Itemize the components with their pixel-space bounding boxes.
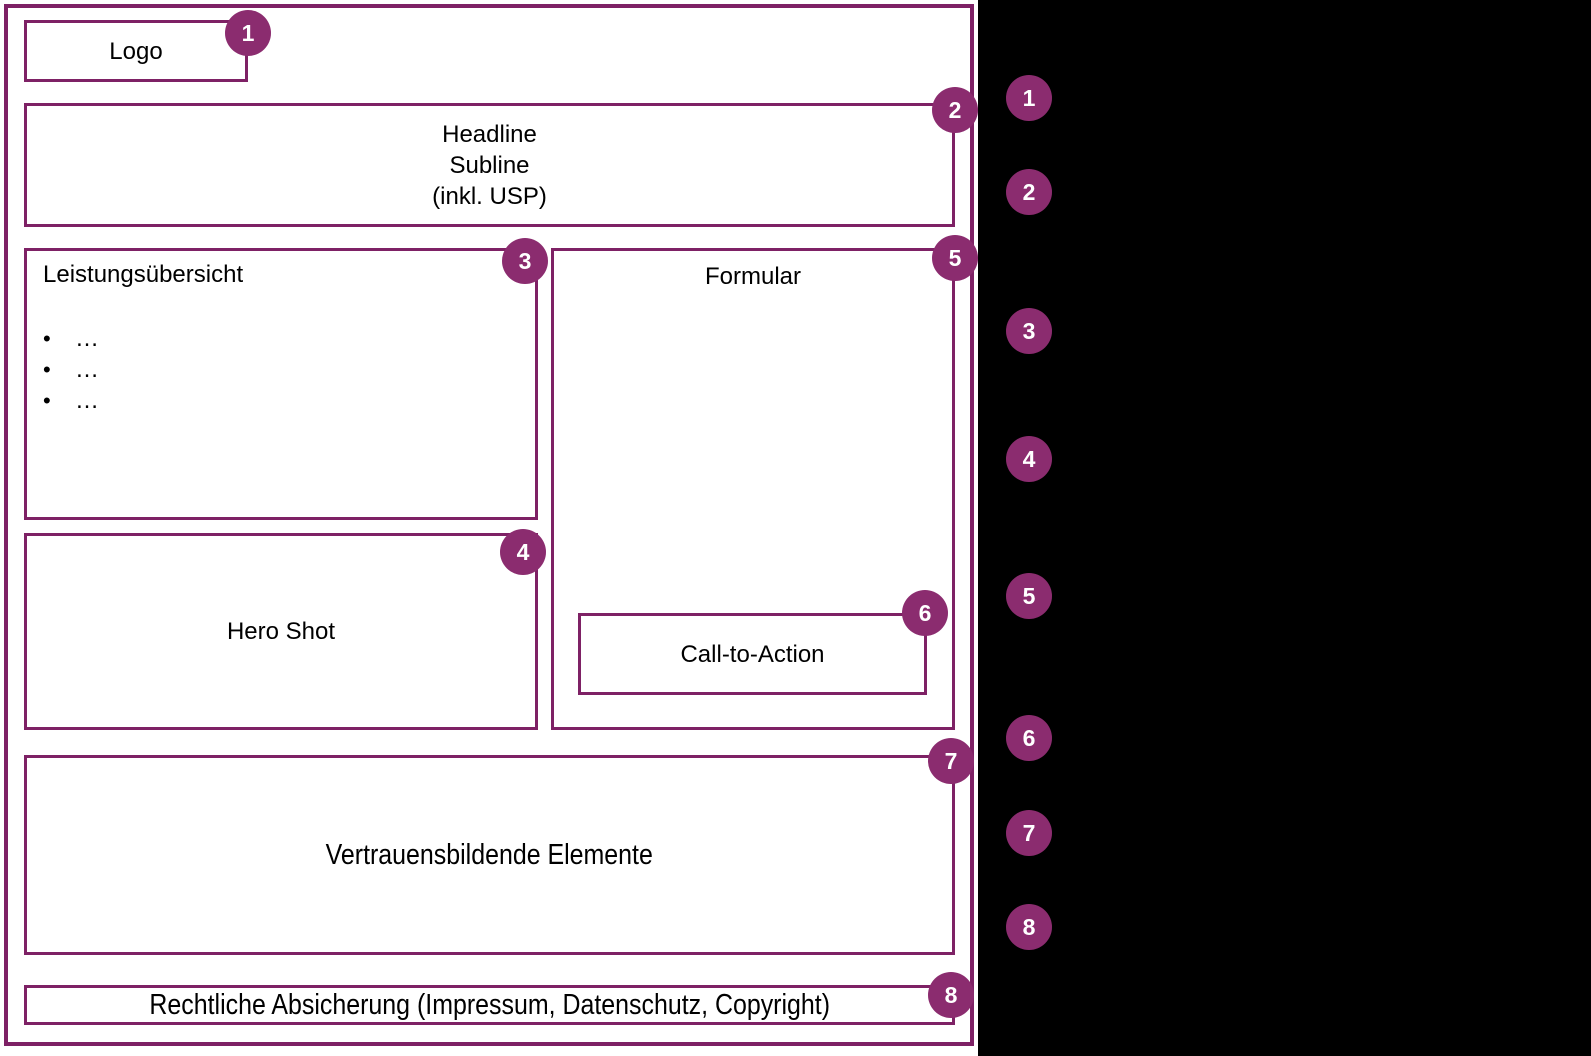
services-bullet-list: • … • … • …	[43, 323, 519, 416]
legal-box: Rechtliche Absicherung (Impressum, Daten…	[24, 985, 955, 1025]
services-title: Leistungsübersicht	[43, 261, 244, 288]
bullet-icon: •	[43, 388, 51, 413]
trust-box: Vertrauensbildende Elemente	[24, 755, 955, 955]
legend-badge-4: 4	[1006, 436, 1052, 482]
callout-badge-5: 5	[932, 235, 978, 281]
usp-line: (inkl. USP)	[432, 182, 547, 210]
headline-line: Headline	[442, 120, 537, 148]
callout-badge-8: 8	[928, 972, 974, 1018]
legend-badge-6: 6	[1006, 715, 1052, 761]
legend-badge-3: 3	[1006, 308, 1052, 354]
headline-box: Headline Subline (inkl. USP)	[24, 103, 955, 227]
hero-shot-label: Hero Shot	[226, 618, 336, 645]
page-outline	[4, 4, 974, 1046]
list-item: • …	[43, 354, 519, 385]
services-box: Leistungsübersicht • … • … • …	[24, 248, 538, 520]
trust-label: Vertrauensbildende Elemente	[325, 838, 654, 871]
legend-badge-5: 5	[1006, 573, 1052, 619]
legend-badge-2: 2	[1006, 169, 1052, 215]
logo-box: Logo	[24, 20, 248, 82]
legal-label: Rechtliche Absicherung (Impressum, Daten…	[149, 988, 830, 1021]
wireframe-sheet: Logo Headline Subline (inkl. USP) Leistu…	[0, 0, 978, 1056]
logo-label: Logo	[109, 37, 163, 65]
cta-label: Call-to-Action	[680, 640, 825, 668]
subline-line: Subline	[449, 151, 530, 179]
callout-badge-6: 6	[902, 590, 948, 636]
cta-box: Call-to-Action	[578, 613, 927, 695]
bullet-text: …	[75, 325, 99, 352]
hero-shot-box: Hero Shot	[24, 533, 538, 730]
callout-badge-4: 4	[500, 529, 546, 575]
bullet-text: …	[75, 387, 99, 414]
form-title: Formular	[704, 263, 801, 290]
bullet-icon: •	[43, 326, 51, 351]
legend-badge-8: 8	[1006, 904, 1052, 950]
bullet-icon: •	[43, 357, 51, 382]
callout-badge-2: 2	[932, 87, 978, 133]
list-item: • …	[43, 323, 519, 354]
list-item: • …	[43, 385, 519, 416]
bullet-text: …	[75, 356, 99, 383]
callout-badge-1: 1	[225, 10, 271, 56]
callout-badge-3: 3	[502, 238, 548, 284]
callout-badge-7: 7	[928, 738, 974, 784]
legend-badge-1: 1	[1006, 75, 1052, 121]
legend-badge-7: 7	[1006, 810, 1052, 856]
